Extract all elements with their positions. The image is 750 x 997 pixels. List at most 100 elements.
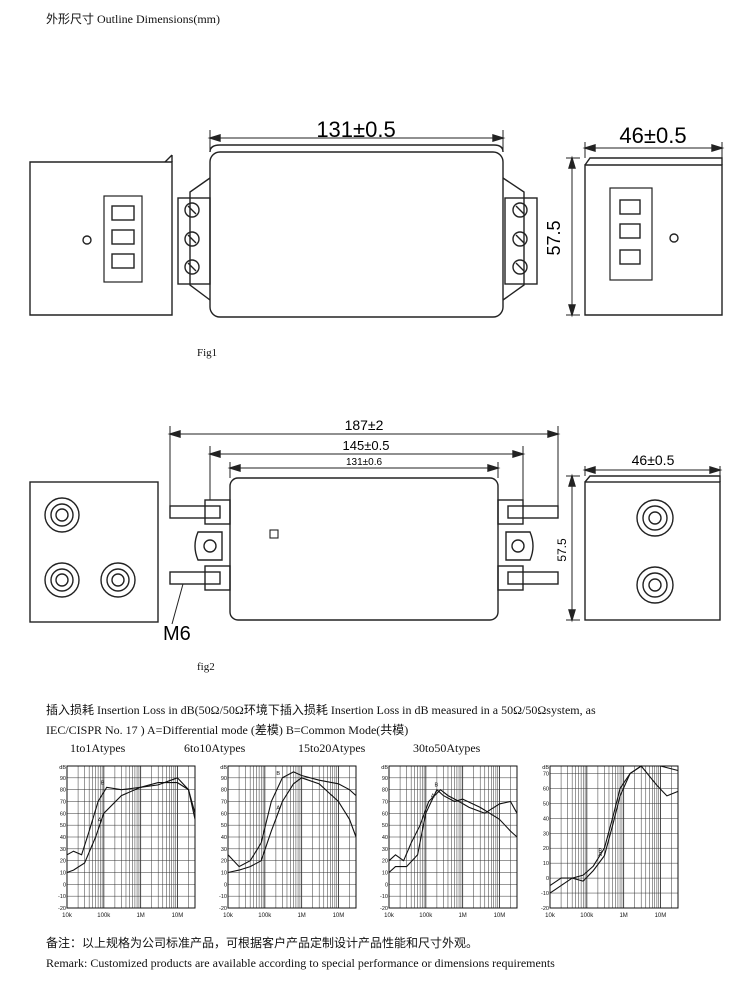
- y-tick-label: 30: [543, 831, 549, 837]
- y-tick-label: 40: [60, 835, 66, 841]
- series-label: A: [98, 817, 102, 823]
- y-tick-label: 10: [543, 861, 549, 867]
- series-label: A: [598, 852, 602, 858]
- y-tick-label: 90: [60, 776, 66, 782]
- remark-english: Remark: Customized products are availabl…: [46, 956, 555, 970]
- series-label: A: [276, 806, 280, 812]
- x-tick-label: 100k: [97, 913, 111, 919]
- y-tick-label: 0: [63, 882, 66, 888]
- y-tick-label: 20: [543, 846, 549, 852]
- y-axis-label: dB: [542, 765, 549, 771]
- y-tick-label: 50: [382, 823, 388, 829]
- y-tick-label: 0: [224, 882, 227, 888]
- chart-label-1: 1to1Atypes: [70, 741, 126, 755]
- x-tick-label: 1M: [619, 913, 627, 919]
- y-tick-label: -20: [541, 906, 549, 912]
- y-tick-label: 50: [221, 823, 227, 829]
- x-tick-label: 1M: [458, 913, 466, 919]
- y-tick-label: 90: [382, 776, 388, 782]
- series-label: B: [101, 780, 105, 786]
- y-tick-label: 30: [382, 847, 388, 853]
- x-tick-label: 10k: [384, 913, 395, 919]
- fig2-caption: fig2: [197, 661, 215, 673]
- x-tick-label: 10M: [655, 913, 667, 919]
- fig2-width-dim: 46±0.5: [632, 452, 675, 468]
- insertion-loss-line2: IEC/CISPR No. 17 ) A=Differential mode (…: [46, 723, 409, 737]
- x-tick-label: 10M: [172, 913, 184, 919]
- x-tick-label: 10M: [494, 913, 506, 919]
- y-tick-label: 10: [382, 871, 388, 877]
- series-line-A: [549, 765, 679, 887]
- y-tick-label: 40: [382, 835, 388, 841]
- x-tick-label: 10k: [223, 913, 234, 919]
- insertion-loss-line1: 插入损耗 Insertion Loss in dB(50Ω/50Ω环境下插入损耗…: [46, 703, 596, 717]
- y-tick-label: -10: [541, 891, 549, 897]
- y-tick-label: 60: [60, 811, 66, 817]
- remark-chinese: 备注：以上规格为公司标准产品，可根据客户产品定制设计产品性能和尺寸外观。: [46, 936, 479, 950]
- series-line-B: [66, 777, 196, 856]
- y-tick-label: 0: [385, 882, 388, 888]
- y-tick-label: 20: [60, 859, 66, 865]
- x-tick-label: 10k: [545, 913, 556, 919]
- fig1-height-dim: 57.5: [544, 220, 564, 255]
- y-tick-label: -10: [58, 894, 66, 900]
- plot-frame: [66, 765, 196, 909]
- chart-label-4: 30to50Atypes: [413, 741, 481, 755]
- fig2-body-dim: 131±0.6: [346, 457, 383, 468]
- y-tick-label: 60: [543, 786, 549, 792]
- y-tick-label: 30: [221, 847, 227, 853]
- fig2-height-dim: 57.5: [555, 538, 569, 562]
- fig2-drawing: 187±2 145±0.5 131±0.6 46±0.5 57.5 M6: [29, 417, 723, 645]
- fig2-total-dim: 187±2: [345, 417, 384, 433]
- y-tick-label: 80: [221, 788, 227, 794]
- fig1-caption: Fig1: [197, 347, 218, 359]
- y-tick-label: 80: [60, 788, 66, 794]
- fig2-thread-label: M6: [163, 623, 191, 645]
- series-line-B: [388, 788, 518, 862]
- fig1-length-dim: 131±0.5: [316, 117, 395, 142]
- series-label: B: [276, 771, 280, 777]
- y-tick-label: 40: [543, 816, 549, 822]
- y-tick-label: 20: [221, 859, 227, 865]
- y-tick-label: 70: [543, 771, 549, 777]
- y-tick-label: 30: [60, 847, 66, 853]
- chart-label-3: 15to20Atypes: [298, 741, 366, 755]
- insertion-loss-chart-4: 70 60 50 40 30 20 10 0 -10 -20 dB 10k 100k 1M 10M AB: [541, 765, 679, 919]
- y-axis-label: dB: [220, 765, 227, 771]
- y-tick-label: -10: [219, 894, 227, 900]
- y-tick-label: -20: [380, 906, 388, 912]
- series-label: B: [598, 849, 602, 855]
- y-tick-label: 70: [60, 800, 66, 806]
- y-axis-label: dB: [59, 765, 66, 771]
- x-tick-label: 10k: [62, 913, 73, 919]
- y-tick-label: 10: [221, 871, 227, 877]
- y-tick-label: -20: [58, 906, 66, 912]
- fig1-drawing: 131±0.5 46±0.5 57.5: [29, 117, 725, 318]
- series-line-A: [388, 788, 518, 873]
- y-tick-label: -20: [219, 906, 227, 912]
- plot-frame: [549, 765, 679, 909]
- x-tick-label: 10M: [333, 913, 345, 919]
- y-tick-label: 80: [382, 788, 388, 794]
- x-tick-label: 100k: [580, 913, 594, 919]
- y-tick-label: 10: [60, 871, 66, 877]
- x-tick-label: 100k: [419, 913, 433, 919]
- x-tick-label: 100k: [258, 913, 272, 919]
- y-tick-label: 60: [382, 811, 388, 817]
- y-tick-label: 50: [543, 801, 549, 807]
- series-line-B: [549, 765, 679, 894]
- page-title: 外形尺寸 Outline Dimensions(mm): [46, 12, 220, 26]
- y-tick-label: 70: [221, 800, 227, 806]
- y-tick-label: 70: [382, 800, 388, 806]
- chart-label-2: 6to10Atypes: [184, 741, 246, 755]
- series-line-B: [227, 771, 357, 868]
- y-tick-label: 60: [221, 811, 227, 817]
- series-line-A: [66, 782, 196, 874]
- fig2-mid-dim: 145±0.5: [343, 438, 390, 453]
- y-tick-label: -10: [380, 894, 388, 900]
- x-tick-label: 1M: [136, 913, 144, 919]
- y-tick-label: 0: [546, 876, 549, 882]
